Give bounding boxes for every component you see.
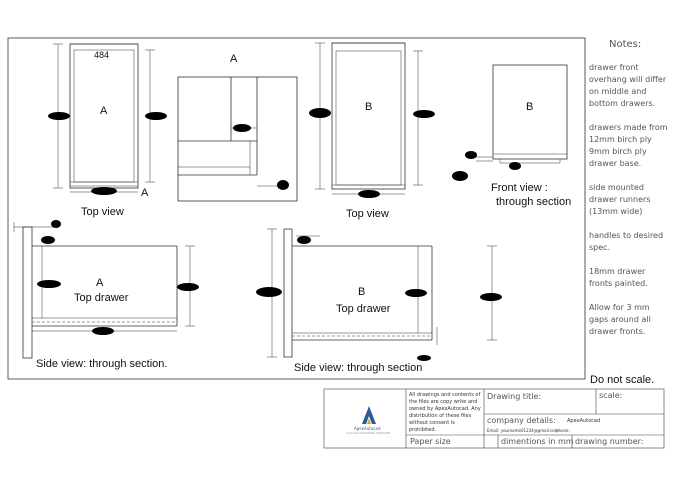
note-item: drawers made from 12mm birch ply 9mm bir… — [589, 123, 668, 168]
top-view-a-label: Top view — [81, 206, 124, 218]
note-item: Allow for 3 mm gaps around all drawer fr… — [589, 303, 651, 336]
redaction-mark — [48, 112, 70, 120]
side-view-a-label: Side view: through section. — [36, 358, 168, 370]
redaction-mark — [465, 151, 477, 159]
logo-tagline: AutoCAD DRAWING SERVICES — [346, 431, 391, 435]
note-item: drawer front overhang will differ on mid… — [589, 63, 667, 108]
paper-size-label: Paper size — [410, 437, 451, 446]
redaction-mark — [51, 220, 61, 228]
side-view-a-title: Top drawer — [74, 292, 129, 304]
front-view-b-drawing — [476, 64, 568, 164]
redaction-mark — [417, 355, 431, 361]
top-view-b-drawing — [315, 42, 423, 195]
drawing-number-label: drawing number: — [575, 437, 644, 446]
company-details-label: company details: — [487, 416, 556, 425]
side-view-a-drawing — [13, 222, 195, 359]
redaction-mark — [509, 162, 521, 170]
note-item: handles to desired spec. — [589, 231, 664, 252]
dimensions-label: dimentions in mm — [501, 437, 574, 446]
company-name: ApexAutocad — [567, 418, 601, 424]
side-view-b-drawing — [267, 228, 497, 358]
company-phone-label: phone: — [556, 428, 570, 433]
redaction-mark — [233, 124, 251, 132]
redaction-mark — [277, 180, 289, 190]
top-view-b-label: Top view — [346, 208, 389, 220]
do-not-scale-note: Do not scale. — [590, 374, 655, 386]
detail-a-letter: A — [230, 53, 238, 65]
redaction-mark — [41, 236, 55, 244]
side-view-b-title: Top drawer — [336, 303, 391, 315]
logo-name: ApexAutocad — [354, 426, 381, 431]
side-view-b-letter: B — [358, 286, 366, 298]
notes-title: Notes: — [609, 39, 642, 50]
apex-logo-icon — [362, 406, 376, 424]
scale-label: scale: — [599, 391, 623, 400]
drawing-title-label: Drawing title: — [487, 392, 542, 401]
redaction-mark — [91, 187, 117, 195]
side-view-b-label: Side view: through section — [294, 362, 423, 374]
redaction-mark — [297, 236, 311, 244]
side-view-a-letter: A — [96, 277, 104, 289]
redaction-mark — [358, 190, 380, 198]
title-block-frame — [323, 388, 665, 449]
front-view-b-label-line2: through section — [496, 196, 572, 208]
company-email: Email: yourname01234@gmail.com — [487, 428, 559, 433]
redaction-mark — [256, 287, 282, 297]
top-view-a-bottom-letter: A — [141, 187, 149, 199]
top-view-a-dim-top: 484 — [94, 50, 110, 60]
redaction-mark — [37, 280, 61, 288]
redaction-marks — [37, 108, 521, 361]
top-view-b-letter: B — [365, 101, 373, 113]
redaction-mark — [145, 112, 167, 120]
redaction-mark — [309, 108, 331, 118]
copyright-notice: All drawings and contents of the files a… — [409, 392, 481, 433]
front-view-b-letter: B — [526, 101, 534, 113]
top-view-a-letter: A — [100, 105, 108, 117]
redaction-mark — [413, 110, 435, 118]
sheet-border — [7, 37, 586, 380]
note-item: 18mm drawer fronts painted. — [589, 267, 648, 288]
redaction-mark — [452, 171, 468, 181]
notes-list: drawer front overhang will differ on mid… — [589, 62, 671, 350]
front-view-b-label-line1: Front view : — [491, 182, 548, 194]
redaction-mark — [480, 293, 502, 301]
redaction-mark — [92, 327, 114, 335]
redaction-mark — [405, 289, 427, 297]
redaction-mark — [177, 283, 199, 291]
note-item: side mounted drawer runners (13mm wide) — [589, 183, 651, 216]
